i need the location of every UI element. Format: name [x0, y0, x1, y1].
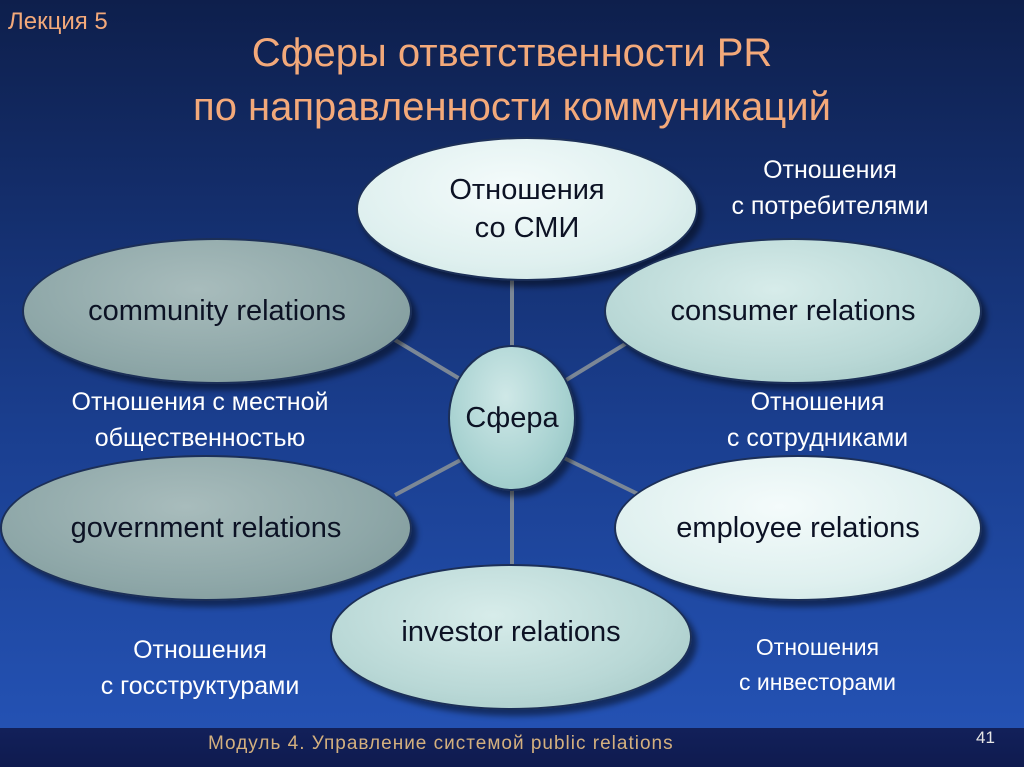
node-government-relations: government relations [0, 455, 412, 601]
label-gov-line2: с госструктурами [100, 672, 300, 700]
node-government-label: government relations [70, 512, 342, 544]
lecture-label: Лекция 5 [8, 8, 108, 35]
label-local-line2: общественностью [94, 424, 306, 452]
node-center-sphere: Сфера [448, 345, 576, 491]
node-center-label: Сфера [465, 402, 559, 434]
label-staff: Отношения с сотрудниками [680, 384, 955, 456]
node-investor-label: investor relations [401, 616, 621, 648]
label-staff-line2: с сотрудниками [726, 424, 909, 452]
label-consumers-line2: с потребителями [731, 192, 929, 220]
slide-title-line2: по направленности коммуникаций [193, 85, 831, 129]
label-investors-line2: с инвесторами [738, 669, 896, 695]
label-local-line1: Отношения с местной [71, 388, 329, 416]
node-media-relations: Отношения со СМИ [356, 137, 698, 281]
node-community-relations: community relations [22, 238, 412, 384]
label-government: Отношения с госструктурами [60, 632, 340, 704]
footer-text: Модуль 4. Управление системой public rel… [208, 733, 674, 754]
footer-bar [0, 728, 1024, 767]
label-consumers: Отношения с потребителями [690, 152, 970, 224]
connector-employee [557, 453, 641, 497]
slide-title-line1: Сферы ответственности PR [251, 31, 773, 75]
connector-government [394, 453, 471, 497]
node-media-line2: со СМИ [474, 212, 580, 244]
label-investors: Отношения с инвесторами [705, 630, 930, 700]
label-staff-line1: Отношения [750, 388, 885, 416]
node-consumer-relations: consumer relations [604, 238, 982, 384]
label-local-community: Отношения с местной общественностью [20, 384, 380, 456]
node-employee-relations: employee relations [614, 455, 982, 601]
node-investor-relations: investor relations [330, 564, 692, 710]
page-number: 41 [976, 728, 995, 747]
label-gov-line1: Отношения [133, 636, 267, 664]
node-community-label: community relations [88, 295, 346, 327]
node-employee-label: employee relations [676, 512, 920, 544]
label-investors-line1: Отношения [755, 634, 880, 660]
label-consumers-line1: Отношения [763, 156, 897, 184]
node-consumer-label: consumer relations [670, 295, 916, 327]
node-media-line1: Отношения [449, 174, 605, 206]
